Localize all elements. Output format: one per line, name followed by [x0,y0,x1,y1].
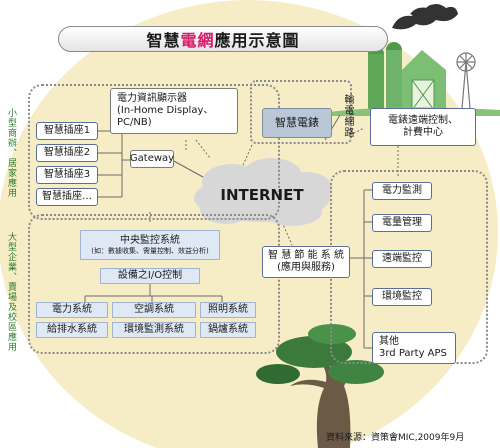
smart-socket-3: 智慧插座3 [36,166,98,184]
smart-socket-label: 智慧插座… [42,191,92,202]
transmission-label: 輸電網路 [342,94,353,138]
smart-meter-box: 智慧電錶 [262,108,332,138]
internet-label: INTERNET [220,186,304,204]
central-title: 中央監控系統 [120,234,180,246]
farm-icon [368,42,446,111]
smart-socket-more: 智慧插座… [36,188,98,206]
service-item: 環境監控 [372,288,432,306]
side-label-large: 大型企業、賣場及校區應用 [6,232,16,352]
system-item: 鍋爐系統 [200,322,256,338]
title-prefix: 智慧 [146,31,181,50]
system-label: 環境監測系統 [124,324,184,335]
display-line3: PC/NB) [117,117,152,128]
smart-socket-label: 智慧插座1 [43,125,91,136]
meter-center-box: 電錶遠端控制、 計費中心 [370,108,476,146]
system-label: 給排水系統 [47,324,97,335]
system-label: 電力系統 [52,304,92,315]
system-label: 鍋爐系統 [208,324,248,335]
smart-socket-label: 智慧插座3 [43,169,91,180]
energy-system-box: 智 慧 節 能 系 統 (應用與服務) [262,246,350,278]
system-item: 空調系統 [112,302,196,318]
central-monitoring-box: 中央監控系統 (如：數據收集、需量控制、效益分析) [80,230,220,260]
io-control-box: 設備之I/O控制 [100,268,200,284]
service-item: 電力監測 [372,182,432,200]
small-office-region [28,84,280,220]
meter-center-line1: 電錶遠端控制、 [388,115,458,126]
io-control-label: 設備之I/O控制 [117,270,183,281]
service-item: 遠端監控 [372,250,432,268]
side-label-small: 小型商辦、居家應用 [6,108,16,198]
gateway-label: Gateway [129,153,175,164]
source-note: 資料來源：資策會MIC,2009年9月 [326,433,465,443]
tree-icon [256,324,384,448]
smoke-icon [392,4,458,30]
other-service-line2: 3rd Party APS [379,348,447,359]
system-item: 照明系統 [200,302,256,318]
smart-meter-label: 智慧電錶 [275,116,319,130]
display-line1: 電力資訊顯示器 [117,93,187,104]
display-line2: (In-Home Display、 [117,105,214,116]
smart-socket-2: 智慧插座2 [36,144,98,162]
windmill-icon [456,52,476,109]
title-highlight: 電網 [180,31,215,50]
service-item: 電量管理 [372,214,432,232]
service-label: 環境監控 [382,291,422,302]
system-label: 空調系統 [134,304,174,315]
energy-system-line2: (應用與服務) [277,262,335,273]
system-label: 照明系統 [208,304,248,315]
other-service-box: 其他 3rd Party APS [372,332,456,364]
meter-center-line2: 計費中心 [403,127,443,138]
large-enterprise-region [28,214,280,354]
system-item: 電力系統 [36,302,108,318]
other-service-line1: 其他 [379,336,399,347]
gateway-box: Gateway [130,150,174,168]
title-banner: 智慧 電網 應用示意圖 [58,26,388,52]
smart-socket-label: 智慧插座2 [43,147,91,158]
service-label: 遠端監控 [382,253,422,264]
title-suffix: 應用示意圖 [214,31,300,50]
system-item: 給排水系統 [36,322,108,338]
central-subtitle: (如：數據收集、需量控制、效益分析) [91,246,209,255]
display-device-box: 電力資訊顯示器 (In-Home Display、 PC/NB) [110,88,238,134]
system-item: 環境監測系統 [112,322,196,338]
meter-region [250,80,352,144]
service-label: 電量管理 [382,217,422,228]
smart-socket-1: 智慧插座1 [36,122,98,140]
service-label: 電力監測 [382,185,422,196]
energy-system-line1: 智 慧 節 能 系 統 [268,250,344,261]
